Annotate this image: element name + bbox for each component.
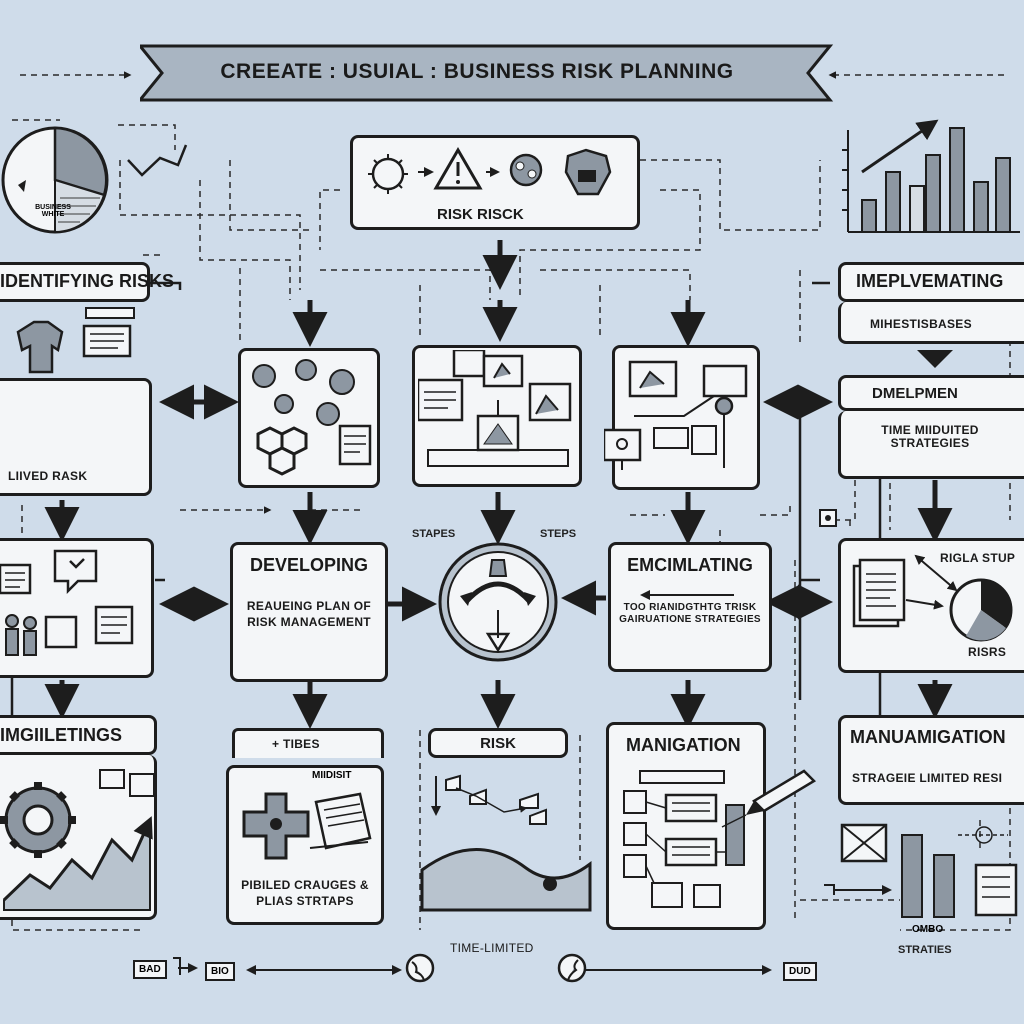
developing-label: DEVELOPING (249, 555, 369, 575)
emcimlating-sub-label: TOO RIANIDGTHTG TRISK GAIRUATIONE STRATE… (619, 602, 761, 625)
shield-icon (564, 148, 612, 196)
lived-risk-box (0, 378, 152, 496)
strageie-label: STRAGEIE LIMITED RESI (852, 771, 1003, 785)
time-limited-label: TIME-LIMITED (450, 941, 534, 955)
lived-risk-label: LIIVED RASK (8, 469, 88, 483)
milestones-box (838, 302, 1024, 344)
pen-icon (721, 769, 817, 828)
emcimlating-box (608, 542, 772, 672)
bad-chip: BAD (133, 960, 167, 979)
gear-icon (0, 769, 155, 911)
document-icon (82, 307, 135, 358)
page-title: CREEATE : USUIAL : BUSINESS RISK PLANNIN… (220, 60, 734, 83)
rigla-stup-label: RIGLA STUP (940, 551, 1016, 565)
process-flow-icon (623, 769, 817, 908)
identifying-risks-label: IDENTIFYING RISKS (0, 271, 175, 291)
manuamigation-box (838, 715, 1024, 805)
stapes-label: STAPES (412, 528, 456, 540)
steps-label: STEPS (540, 528, 577, 540)
strategies-label: STRATIES (898, 944, 952, 956)
development-label: DMELPMEN (872, 385, 958, 402)
risrs-label: RISRS (968, 645, 1007, 659)
risk-low-tab (428, 728, 568, 758)
plan-management-label: REAUEING PLAN OF RISK MANAGEMENT (246, 599, 372, 630)
tibes-tab (232, 728, 384, 758)
time-strategies-label: TIME MIIDUITED STRATEGIES (881, 423, 979, 450)
developing-box (230, 542, 388, 682)
development-box (838, 375, 1024, 411)
implementing-box (838, 262, 1024, 302)
manigation-label: MANIGATION (626, 735, 741, 755)
title-banner (140, 44, 834, 102)
tibes-label: + TIBES (272, 737, 320, 751)
risk-low-label: RISK (480, 735, 516, 752)
globe-icon (405, 953, 435, 983)
miidisit-label: MIIDISIT (312, 770, 352, 781)
emcimlating-label: EMCIMLATING (627, 555, 753, 575)
risk-risck-label: RISK RISCK (437, 206, 524, 223)
pie-caption: BUSINESS WHITE (35, 204, 71, 218)
note-icon (819, 509, 837, 527)
bug-icon (509, 153, 543, 187)
implementing-label: IMEPLVEMATING (856, 271, 1004, 291)
risk-curve-icon (420, 774, 592, 912)
bio-chip: BIO (205, 962, 235, 981)
milestones-label: MIHESTISBASES (870, 317, 972, 331)
imgiiletings-label: IMGIILETINGS (0, 725, 123, 745)
analysis-icon (418, 350, 572, 467)
plans-box (226, 765, 384, 925)
globe-icon (557, 953, 587, 983)
down-triangle-icon (917, 350, 953, 368)
hexagon-network-icon (252, 359, 372, 476)
puzzle-document-icon (242, 792, 372, 860)
imgiiletings-box (0, 715, 157, 755)
virus-icon (368, 154, 408, 194)
people-icon (0, 549, 134, 656)
ombo-label: OMBO (912, 924, 944, 935)
monitor-icon (604, 360, 748, 470)
manuamigation-label: MANUAMIGATION (850, 727, 1006, 747)
dud-chip: DUD (783, 962, 817, 981)
pie-chart-icon (1, 126, 109, 234)
time-strategies-box (838, 411, 1024, 479)
shirt-icon (16, 320, 64, 374)
bar-chart-icon (842, 119, 1020, 233)
pibiled-label: PIBILED CRAUGES & PLIAS STRTAPS (241, 878, 369, 908)
warning-icon (433, 147, 483, 190)
bottom-right-chart-icon (824, 823, 1018, 918)
identifying-risks-box (0, 262, 150, 302)
doc-pie-icon (852, 554, 1013, 642)
target-icon (438, 542, 558, 662)
